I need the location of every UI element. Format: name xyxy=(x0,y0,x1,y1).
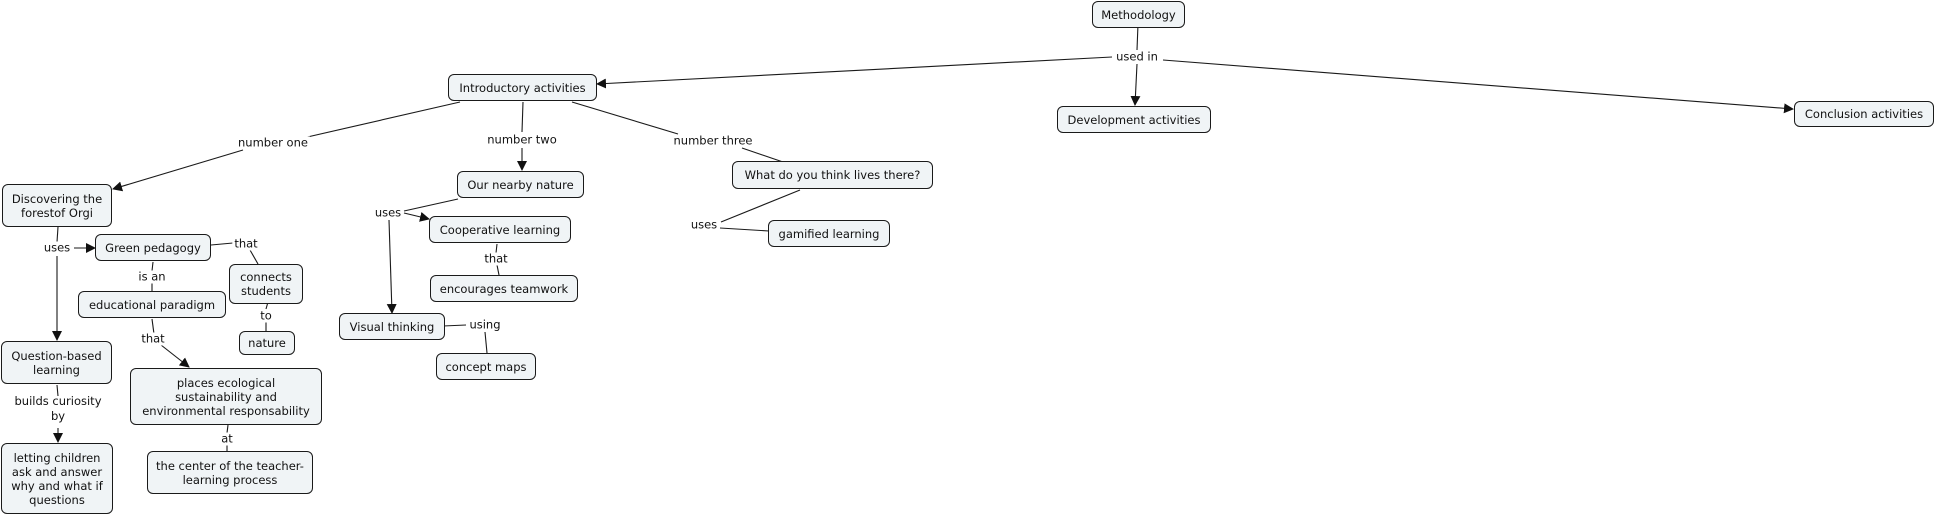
link-label-builds-curiosity-by: builds curiosity by xyxy=(14,394,102,423)
connector-line xyxy=(249,249,259,265)
connector-line xyxy=(484,331,488,354)
node-visual-thinking[interactable]: Visual thinking xyxy=(339,313,445,340)
connector-line xyxy=(56,226,59,243)
link-label-number-one: number one xyxy=(236,135,310,150)
node-center-teacher-learning[interactable]: the center of the teacher-learning proce… xyxy=(147,451,313,494)
connector-line xyxy=(442,324,467,327)
connector-line xyxy=(741,147,784,163)
link-label-that: that xyxy=(482,251,510,266)
connector-line xyxy=(151,318,155,335)
connector-line xyxy=(719,227,770,232)
link-label-at: at xyxy=(219,431,235,446)
connector-line xyxy=(56,384,59,397)
node-question-based-learning[interactable]: Question-based learning xyxy=(1,341,112,384)
connector-line xyxy=(1130,63,1141,106)
connector-line xyxy=(112,149,244,192)
connector-line xyxy=(521,101,524,133)
connector-line xyxy=(496,264,500,276)
node-educational-paradigm[interactable]: educational paradigm xyxy=(78,291,226,318)
connector-line xyxy=(210,242,234,246)
link-label-number-two: number two xyxy=(485,132,559,147)
connector-line xyxy=(495,243,498,254)
node-development-activities[interactable]: Development activities xyxy=(1057,106,1211,133)
connector-line xyxy=(1136,23,1139,51)
node-introductory-activities[interactable]: Introductory activities xyxy=(448,74,597,101)
connector-line xyxy=(302,101,461,139)
node-connects-students[interactable]: connects students xyxy=(229,264,303,304)
connector-line xyxy=(1162,59,1794,114)
node-what-lives-there[interactable]: What do you think lives there? xyxy=(732,161,933,189)
node-gamified-learning[interactable]: gamified learning xyxy=(768,220,890,247)
node-encourages-teamwork[interactable]: encourages teamwork xyxy=(430,275,578,302)
node-concept-maps[interactable]: concept maps xyxy=(436,353,536,380)
link-label-uses: uses xyxy=(41,240,73,255)
node-letting-children[interactable]: letting children ask and answer why and … xyxy=(1,443,113,514)
link-label-that: that xyxy=(139,331,167,346)
node-cooperative-learning[interactable]: Cooperative learning xyxy=(429,216,571,243)
node-methodology[interactable]: Methodology xyxy=(1092,1,1185,28)
connector-line xyxy=(151,261,154,272)
connector-line xyxy=(160,344,190,368)
connector-line xyxy=(596,56,1113,89)
node-conclusion-activities[interactable]: Conclusion activities xyxy=(1794,101,1934,127)
link-label-to: to xyxy=(258,308,274,323)
node-discovering-forest[interactable]: Discovering the forestof Orgi xyxy=(2,184,112,227)
link-label-is-an: is an xyxy=(136,269,168,284)
link-label-uses: uses xyxy=(372,205,404,220)
node-our-nearby-nature[interactable]: Our nearby nature xyxy=(457,171,584,198)
connector-line xyxy=(403,212,430,222)
node-places-ecological[interactable]: places ecological sustainability and env… xyxy=(130,368,322,425)
connector-line xyxy=(226,424,229,434)
link-label-uses: uses xyxy=(688,217,720,232)
node-nature[interactable]: nature xyxy=(239,331,295,355)
connector-line xyxy=(386,219,397,314)
link-label-using: using xyxy=(467,317,503,332)
connector-line xyxy=(720,189,801,223)
link-label-used-in: used in xyxy=(1114,49,1160,64)
connector-line xyxy=(571,101,679,135)
connector-line xyxy=(403,198,459,212)
link-label-that: that xyxy=(232,236,260,251)
link-label-number-three: number three xyxy=(671,133,755,148)
node-green-pedagogy[interactable]: Green pedagogy xyxy=(95,234,211,261)
